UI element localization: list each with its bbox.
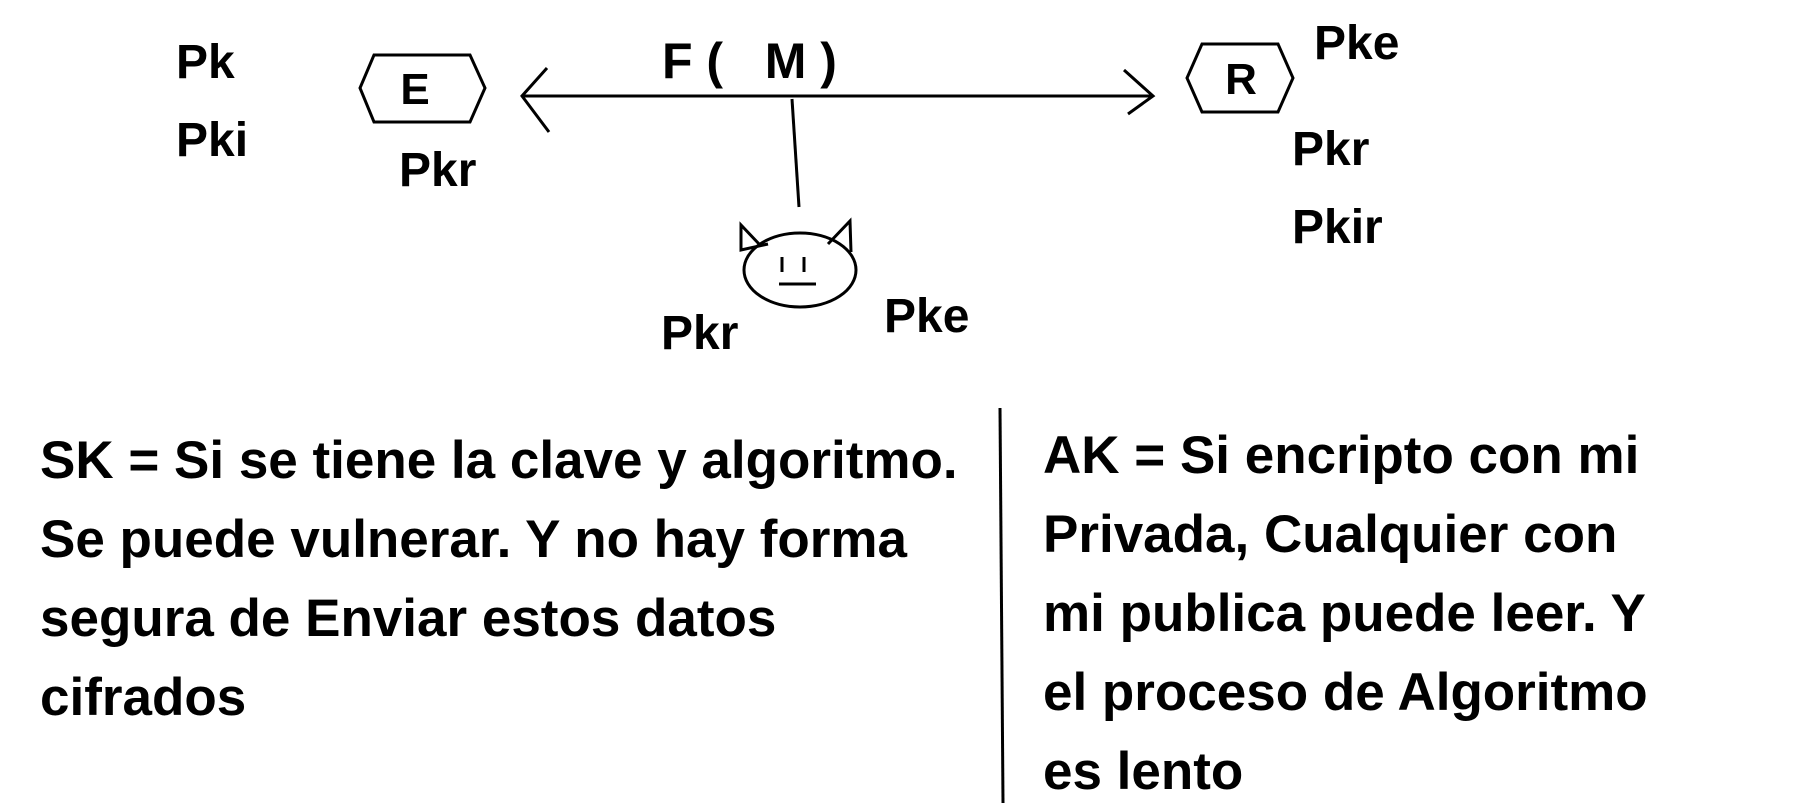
sender-letter: E (400, 65, 430, 114)
interception-line (790, 98, 801, 208)
arrowhead-left-icon (520, 67, 551, 133)
note-line: AK = Si encripto con mi (1043, 426, 1640, 485)
note-line: el proceso de Algoritmo (1043, 663, 1648, 722)
note-line: segura de Enviar estos datos (40, 589, 777, 648)
left-key-label: Pki (176, 114, 249, 167)
receiver-hexagon (1185, 42, 1295, 114)
note-line: SK = Si se tiene la clave y algoritmo. (40, 431, 958, 490)
symmetric-key-note: SK = Si se tiene la clave y algoritmo. S… (40, 421, 958, 737)
arrowhead-right-icon (1122, 68, 1156, 116)
note-line: Se puede vulnerar. Y no hay forma (40, 510, 907, 569)
left-key-label: Pk (176, 36, 235, 89)
notes-divider (998, 407, 1005, 804)
message-label: F ( M ) (662, 33, 837, 89)
cat-face-icon (739, 217, 858, 309)
note-line: es lento (1043, 742, 1244, 801)
note-line: mi publica puede leer. Y (1043, 584, 1646, 643)
receiver-key-label: Pkr (1292, 123, 1370, 176)
receiver-key-top-label: Pke (1314, 17, 1400, 70)
receiver-letter: R (1225, 55, 1257, 104)
asymmetric-key-note: AK = Si encripto con mi Privada, Cualqui… (1043, 416, 1648, 808)
note-line: Privada, Cualquier con (1043, 505, 1618, 564)
interceptor-key-right-label: Pke (884, 290, 970, 343)
receiver-key-label: Pkir (1292, 201, 1383, 254)
note-line: cifrados (40, 668, 247, 727)
sender-hexagon (358, 53, 487, 124)
interceptor-key-left-label: Pkr (661, 307, 739, 360)
sender-key-label: Pkr (399, 144, 477, 197)
